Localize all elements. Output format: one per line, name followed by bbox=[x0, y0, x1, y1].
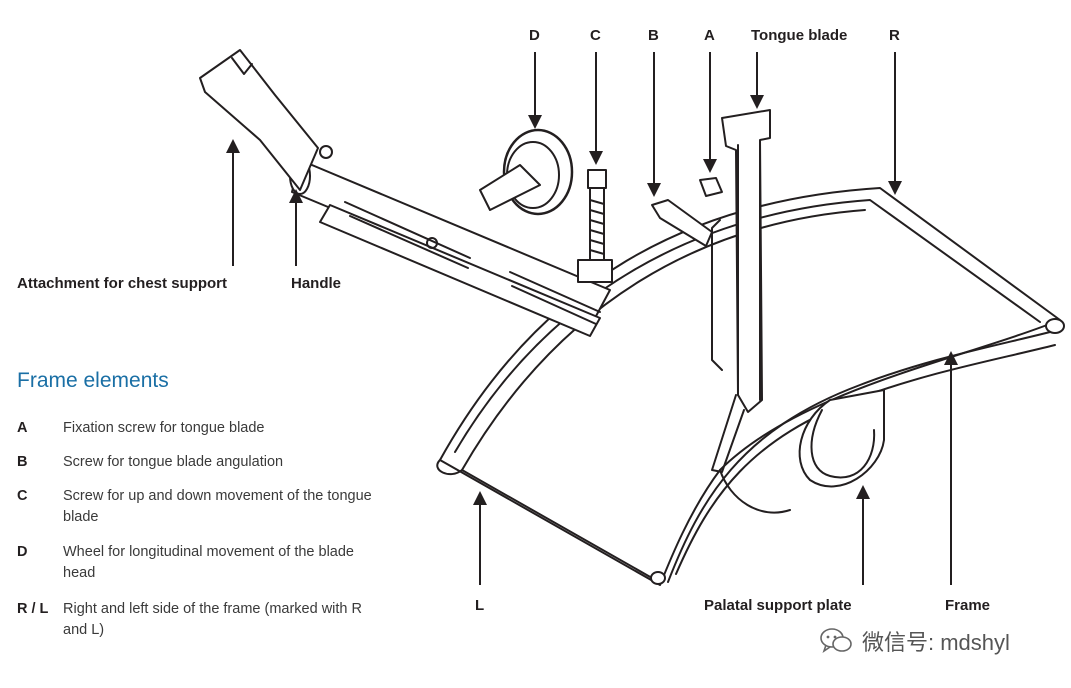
screw-a bbox=[699, 177, 723, 197]
callout-b: B bbox=[648, 27, 659, 44]
frame-inner-arc bbox=[454, 199, 1041, 453]
frame-back-rail bbox=[461, 209, 866, 471]
legend-key: C bbox=[17, 488, 28, 504]
callout-c: C bbox=[590, 27, 601, 44]
legend-text: Screw for up and down movement of the to… bbox=[63, 488, 372, 525]
callout-frame: Frame bbox=[945, 597, 991, 614]
legend-key: D bbox=[17, 544, 28, 560]
legend-text: Right and left side of the frame (marked… bbox=[63, 601, 362, 638]
callout-a: A bbox=[704, 27, 715, 44]
callout-handle: Handle bbox=[291, 275, 342, 292]
watermark: 微信号: mdshyl bbox=[818, 621, 1010, 661]
callout-d: D bbox=[529, 27, 540, 44]
legend-text: Screw for tongue blade angulation bbox=[63, 454, 284, 470]
callout-l: L bbox=[475, 597, 485, 614]
screw-c bbox=[587, 169, 607, 189]
legend-key: A bbox=[17, 420, 28, 436]
frame-end-cap bbox=[1045, 318, 1065, 334]
callout-r: R bbox=[889, 27, 900, 44]
legend-title: Frame elements bbox=[17, 369, 169, 392]
legend-key: R / L bbox=[17, 601, 49, 617]
chest-support-attachment bbox=[199, 49, 319, 191]
legend-text: Fixation screw for tongue blade bbox=[63, 420, 265, 436]
callout-palatal: Palatal support plate bbox=[704, 597, 852, 614]
tongue-blade bbox=[721, 109, 771, 413]
screw-b bbox=[651, 199, 713, 247]
wechat-icon bbox=[820, 628, 852, 653]
callout-attachment: Attachment for chest support bbox=[17, 275, 228, 292]
callout-tongue-blade: Tongue blade bbox=[751, 27, 848, 44]
legend-key: B bbox=[17, 454, 28, 470]
watermark-text: 微信号: mdshyl bbox=[862, 630, 1010, 655]
legend-text: Wheel for longitudinal movement of the b… bbox=[63, 544, 354, 581]
